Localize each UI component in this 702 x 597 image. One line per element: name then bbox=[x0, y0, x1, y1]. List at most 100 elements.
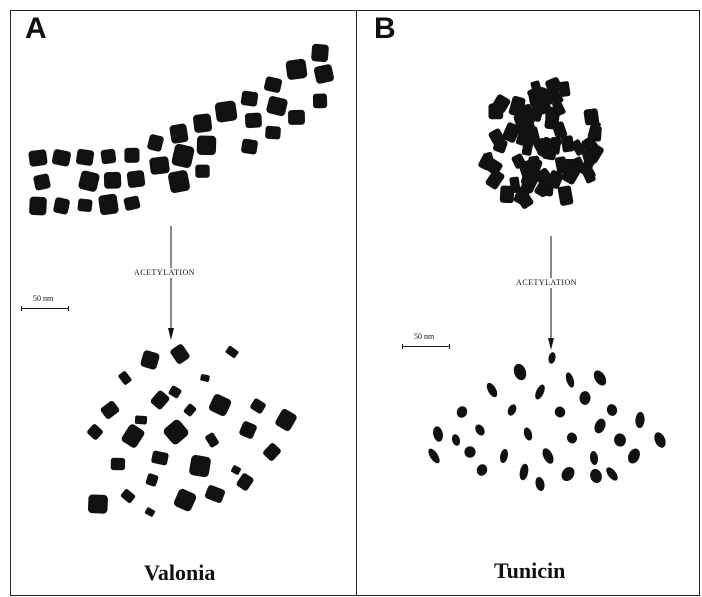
panel-a-letter: A bbox=[25, 14, 47, 44]
tunicin-acetylated-crystallite bbox=[455, 405, 469, 419]
valonia-native-crystallite bbox=[77, 198, 92, 212]
valonia-native-crystallite bbox=[288, 110, 305, 125]
valonia-acetylated-crystallite bbox=[140, 350, 161, 371]
valonia-acetylated-crystallite bbox=[173, 488, 198, 513]
valonia-acetylated-crystallite bbox=[120, 423, 146, 449]
tunicin-acetylated-crystallite bbox=[589, 451, 599, 466]
valonia-native-crystallite bbox=[311, 44, 329, 63]
valonia-native-crystallite bbox=[197, 135, 217, 155]
valonia-acetylated-crystallite bbox=[100, 400, 121, 420]
valonia-acetylated-crystallite bbox=[88, 494, 108, 513]
panel-b-scale-bar bbox=[402, 344, 450, 349]
valonia-native-crystallite bbox=[123, 195, 141, 211]
valonia-acetylated-crystallite bbox=[204, 432, 219, 448]
tunicin-acetylated-crystallite bbox=[464, 446, 476, 459]
tunicin-acetylated-crystallite bbox=[499, 448, 509, 464]
tunicin-acetylated-crystallite bbox=[588, 467, 603, 484]
tunicin-acetylated-crystallite bbox=[606, 403, 619, 417]
valonia-native-crystallite bbox=[76, 148, 95, 166]
tunicin-native-crystallite bbox=[557, 185, 573, 206]
panel-b-species-label: Tunicin bbox=[494, 560, 565, 582]
valonia-native-crystallite bbox=[147, 134, 165, 153]
tunicin-acetylated-crystallite bbox=[591, 368, 609, 388]
valonia-acetylated-crystallite bbox=[168, 385, 183, 399]
valonia-native-crystallite bbox=[240, 90, 258, 107]
valonia-native-crystallite bbox=[169, 123, 189, 144]
tunicin-acetylated-crystallite bbox=[564, 371, 576, 388]
valonia-acetylated-crystallite bbox=[135, 415, 148, 424]
panel-b-step-label: ACETYLATION bbox=[516, 278, 577, 288]
valonia-acetylated-crystallite bbox=[149, 389, 170, 410]
arrowhead-a bbox=[168, 328, 174, 340]
valonia-native-crystallite bbox=[266, 95, 289, 117]
valonia-acetylated-crystallite bbox=[86, 423, 104, 441]
valonia-native-crystallite bbox=[53, 197, 71, 215]
tunicin-acetylated-crystallite bbox=[451, 433, 462, 447]
valonia-native-crystallite bbox=[263, 76, 282, 94]
valonia-acetylated-crystallite bbox=[238, 420, 257, 440]
valonia-acetylated-crystallite bbox=[189, 454, 212, 477]
panel-a-step-label: ACETYLATION bbox=[134, 268, 195, 278]
tunicin-acetylated-crystallite bbox=[626, 447, 642, 466]
tunicin-native-crystallite bbox=[583, 108, 599, 126]
valonia-native-crystallite bbox=[124, 148, 139, 163]
valonia-native-crystallite bbox=[245, 112, 262, 128]
valonia-acetylated-crystallite bbox=[274, 408, 298, 433]
tunicin-acetylated-crystallite bbox=[512, 362, 529, 382]
tunicin-acetylated-crystallite bbox=[533, 383, 547, 401]
panel-b-scale-label: 50 nm bbox=[414, 333, 434, 341]
tunicin-acetylated-crystallite bbox=[553, 405, 567, 419]
tunicin-acetylated-crystallite bbox=[635, 411, 645, 428]
valonia-native-crystallite bbox=[149, 156, 170, 175]
tunicin-native-crystallite bbox=[544, 111, 560, 129]
valonia-acetylated-crystallite bbox=[162, 418, 190, 446]
panel-a-scale-bar bbox=[21, 306, 69, 311]
valonia-native-crystallite bbox=[167, 169, 190, 193]
tunicin-acetylated-crystallite bbox=[518, 463, 529, 481]
valonia-acetylated-crystallite bbox=[225, 345, 239, 359]
tunicin-acetylated-crystallite bbox=[473, 423, 486, 437]
valonia-native-crystallite bbox=[33, 173, 51, 191]
valonia-native-crystallite bbox=[29, 196, 47, 215]
valonia-native-crystallite bbox=[100, 148, 116, 164]
valonia-acetylated-crystallite bbox=[151, 450, 169, 466]
valonia-native-crystallite bbox=[265, 126, 281, 140]
valonia-acetylated-crystallite bbox=[262, 442, 282, 462]
tunicin-acetylated-crystallite bbox=[604, 465, 620, 482]
tunicin-native-crystallite bbox=[561, 135, 575, 153]
valonia-acetylated-crystallite bbox=[169, 343, 191, 365]
arrows bbox=[168, 226, 554, 350]
valonia-acetylated-crystallite bbox=[200, 374, 210, 382]
tunicin-native-crystallite bbox=[488, 103, 503, 119]
tunicin-acetylated-crystallite bbox=[475, 463, 489, 477]
tunicin-acetylated-crystallite bbox=[559, 464, 577, 483]
valonia-native-crystallite bbox=[171, 143, 195, 169]
arrowhead-b bbox=[548, 338, 554, 350]
tunicin-acetylated-crystallite bbox=[592, 417, 607, 435]
valonia-native-crystallite bbox=[214, 100, 237, 123]
tunicin-acetylated-crystallite bbox=[506, 403, 518, 417]
tunicin-acetylated-crystallite bbox=[485, 381, 500, 399]
valonia-native-crystallite bbox=[104, 172, 122, 189]
valonia-native-crystallite bbox=[28, 149, 48, 167]
tunicin-acetylated-crystallite bbox=[432, 425, 445, 442]
tunicin-acetylated-crystallite bbox=[547, 352, 556, 365]
valonia-acetylated-crystallite bbox=[249, 397, 267, 414]
valonia-native-crystallite bbox=[193, 113, 213, 133]
valonia-native-crystallite bbox=[51, 149, 71, 167]
valonia-acetylated-crystallite bbox=[111, 458, 126, 471]
valonia-acetylated-crystallite bbox=[144, 507, 155, 518]
valonia-acetylated-crystallite bbox=[204, 484, 226, 504]
valonia-native-crystallite bbox=[98, 193, 119, 215]
valonia-native-crystallite bbox=[195, 165, 209, 178]
valonia-native-crystallite bbox=[126, 170, 145, 188]
valonia-native-crystallite bbox=[285, 58, 308, 80]
tunicin-acetylated-crystallite bbox=[426, 447, 442, 465]
valonia-native-crystallite bbox=[241, 138, 259, 155]
valonia-acetylated-crystallite bbox=[118, 370, 133, 385]
tunicin-acetylated-crystallite bbox=[613, 433, 626, 448]
tunicin-acetylated-crystallite bbox=[540, 447, 556, 466]
panel-a-scale-label: 50 nm bbox=[33, 295, 53, 303]
